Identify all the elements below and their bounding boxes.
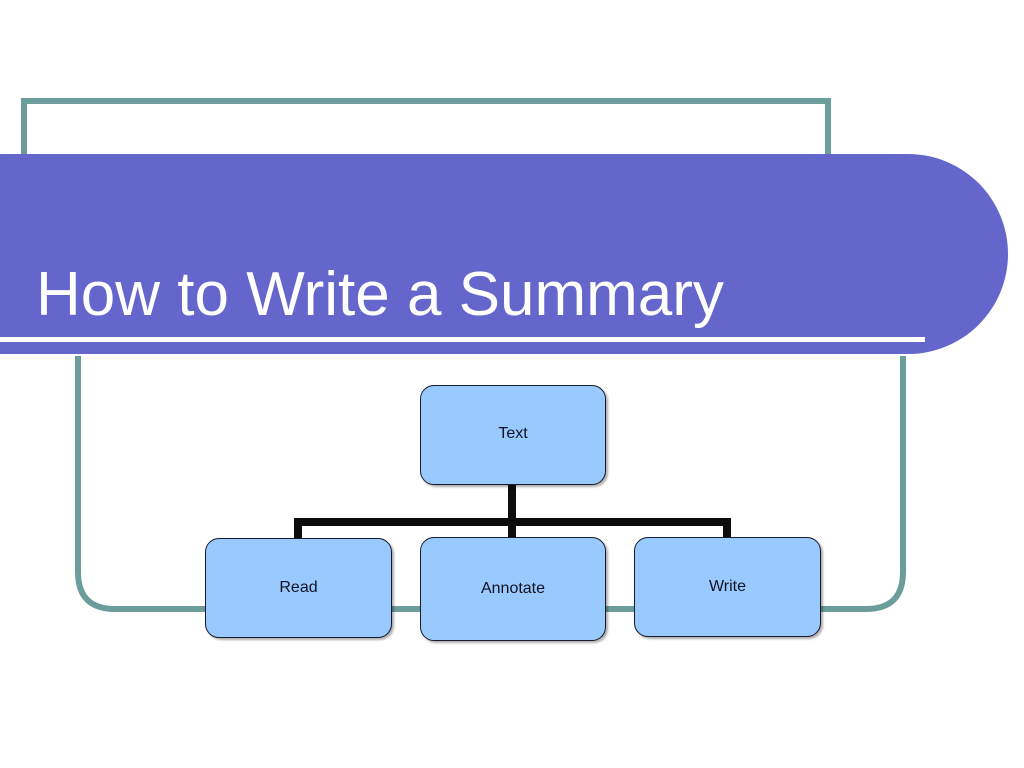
connector-drop-write bbox=[723, 518, 731, 540]
page-title: How to Write a Summary bbox=[36, 259, 724, 329]
node-annotate-label: Annotate bbox=[480, 580, 546, 597]
connector-drop-read bbox=[294, 518, 302, 540]
connector-drop-annotate bbox=[508, 518, 516, 540]
node-write[interactable]: Write bbox=[634, 537, 821, 637]
title-banner bbox=[0, 154, 1008, 354]
node-annotate[interactable]: Annotate bbox=[420, 537, 606, 641]
node-text[interactable]: Text bbox=[420, 385, 606, 485]
node-text-label: Text bbox=[498, 425, 528, 442]
title-underline-rule bbox=[0, 337, 925, 342]
node-read-label: Read bbox=[279, 579, 318, 596]
node-read[interactable]: Read bbox=[205, 538, 392, 638]
connector-root-stem bbox=[508, 484, 516, 526]
node-write-label: Write bbox=[708, 578, 747, 595]
